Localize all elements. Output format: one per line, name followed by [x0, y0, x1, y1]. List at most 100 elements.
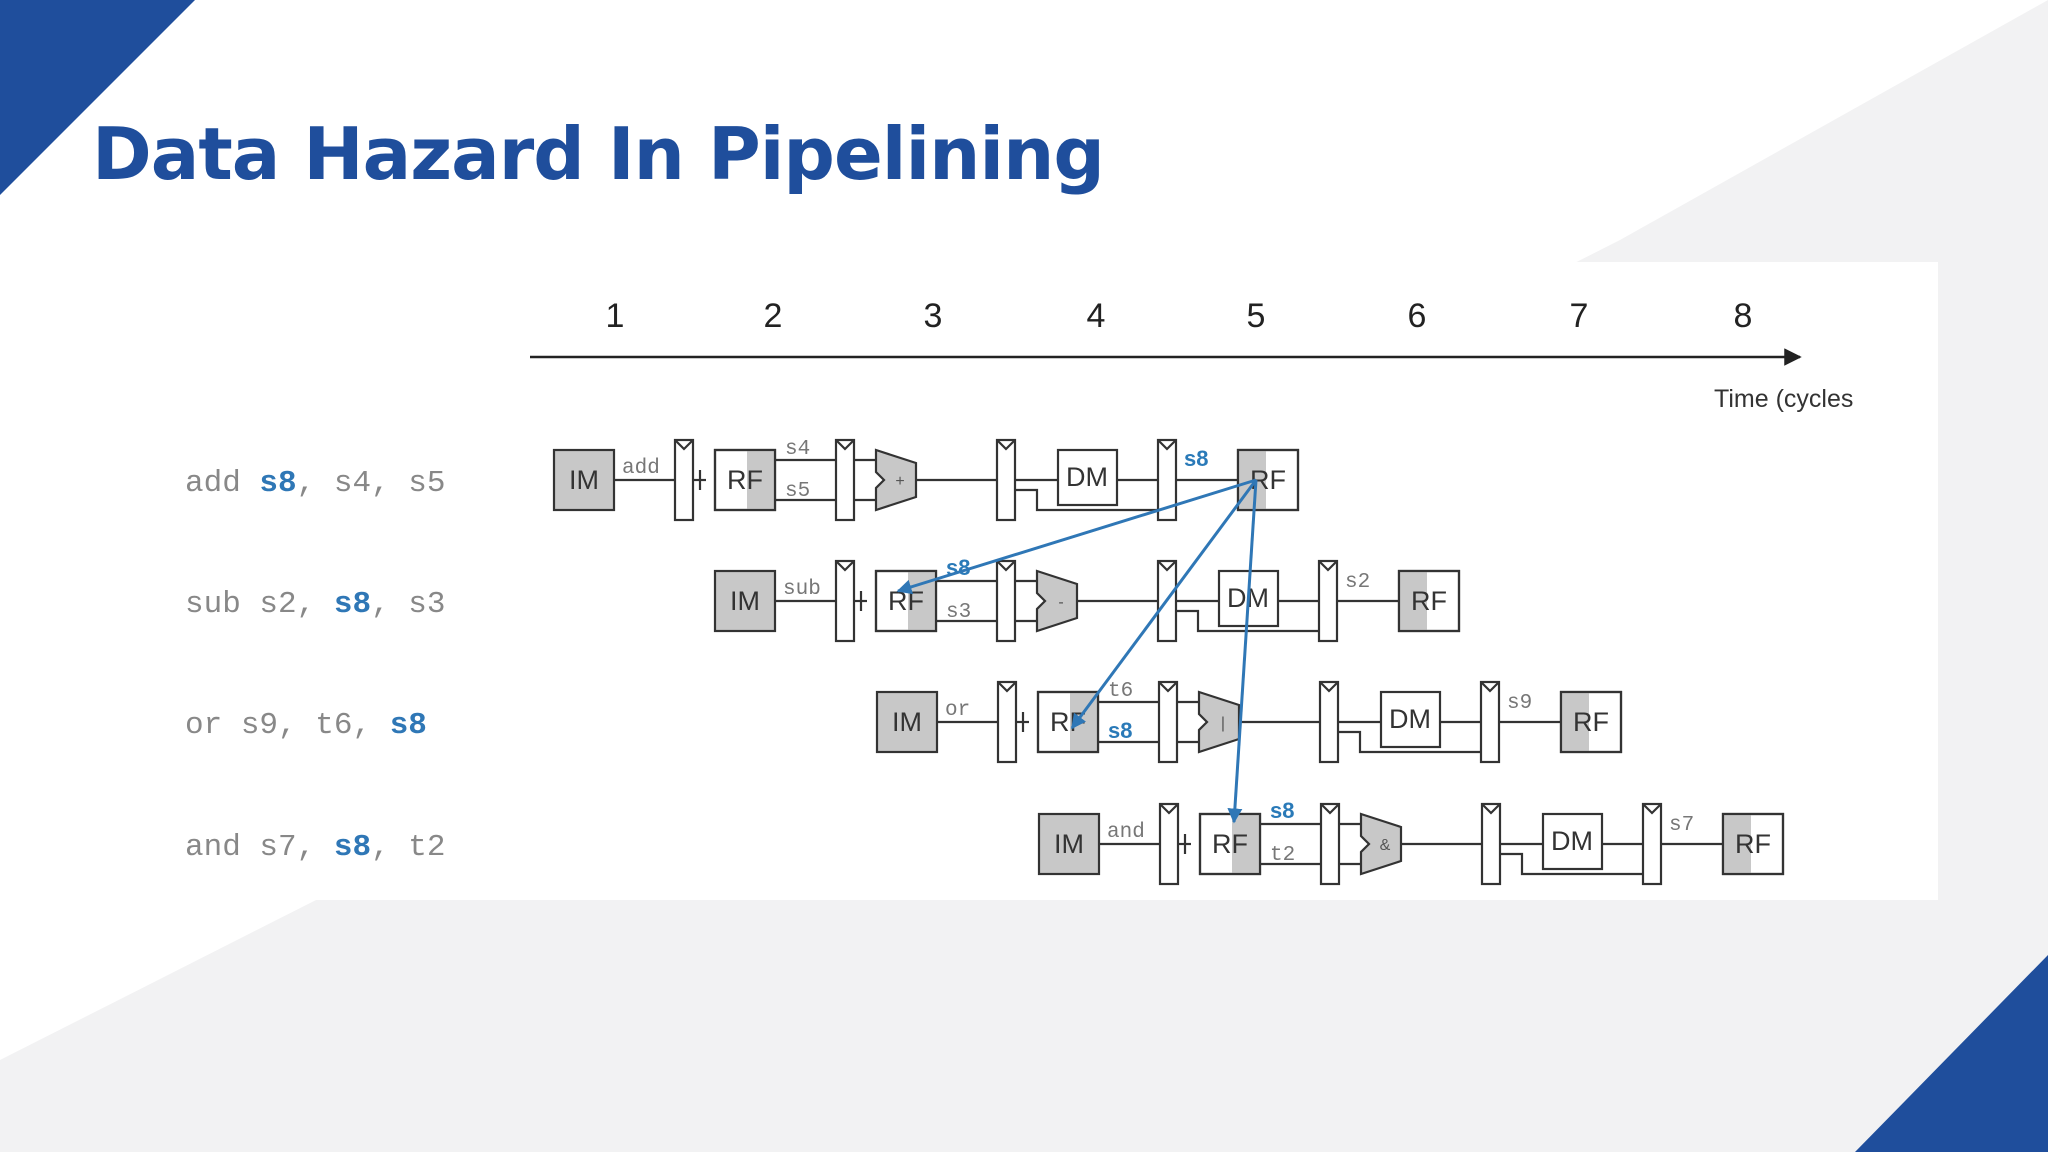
cycle-number: 2	[764, 297, 783, 335]
slide-title: Data Hazard In Pipelining	[92, 112, 1105, 196]
time-axis-label: Time (cycles	[1714, 385, 1853, 413]
instruction-operand: t2	[408, 830, 445, 865]
stage-im	[875, 690, 939, 754]
stage-alu	[874, 448, 918, 512]
stage-alu	[1359, 812, 1403, 876]
instruction-mnemonic: sub	[185, 587, 241, 622]
pipeline-register	[995, 559, 1017, 643]
stage-rf-writeback-outline	[1397, 569, 1461, 633]
opcode-label: add	[622, 457, 660, 480]
writeback-label: s7	[1669, 814, 1694, 837]
pipeline-register	[1157, 680, 1179, 764]
alu-operation-label: -	[1058, 594, 1063, 611]
forwarding-arrow	[1070, 479, 1258, 730]
forwarding-arrow	[896, 478, 1257, 595]
cycle-number: 6	[1408, 297, 1427, 335]
pipeline-register-clock	[996, 439, 1016, 451]
pipeline-register-clock	[835, 439, 855, 451]
stage-rf-label: RF	[888, 586, 924, 616]
pipeline-register	[1641, 802, 1663, 886]
writeback-label: s9	[1507, 692, 1532, 715]
instruction-operand: t6	[315, 708, 352, 743]
stage-rf-writeback-label: RF	[1411, 586, 1447, 616]
cycle-number: 1	[606, 297, 625, 335]
operand-hazard-register: s8	[334, 587, 371, 622]
wire	[1176, 609, 1319, 633]
stage-alu	[1197, 690, 1241, 754]
stage-im	[1037, 812, 1101, 876]
forwarding-arrow	[1227, 479, 1258, 824]
stage-im-label: IM	[569, 465, 599, 495]
pipeline-register	[995, 438, 1017, 522]
cycle-number: 8	[1734, 297, 1753, 335]
stage-rf-outline	[1036, 690, 1100, 754]
pipeline-register-clock	[1319, 681, 1339, 693]
source-b-label: s5	[785, 480, 810, 503]
operand-separator: ,	[297, 466, 334, 501]
alu-operation-label: &	[1380, 837, 1391, 854]
stage-rf-label: RF	[1050, 707, 1086, 737]
instruction-text: sub s2, s8, s3	[185, 587, 446, 622]
operand-separator: ,	[371, 466, 408, 501]
source-b-label: s3	[946, 601, 971, 624]
source-a-hazard-label: s8	[1270, 798, 1294, 823]
alu-operation-label: |	[1221, 715, 1225, 732]
stage-rf-outline	[874, 569, 938, 633]
pipeline-register	[996, 680, 1018, 764]
stage-dm-label: DM	[1389, 704, 1431, 734]
stage-im-label: IM	[892, 707, 922, 737]
instruction-operand: s7	[259, 830, 296, 865]
instruction-mnemonic: or	[185, 708, 222, 743]
pipeline-register-clock	[1481, 803, 1501, 815]
operand-separator: ,	[352, 708, 389, 743]
pipeline-register-clock	[1318, 560, 1338, 572]
alu-operation-label: +	[895, 473, 904, 490]
instruction-operand: s4	[334, 466, 371, 501]
operand-separator: ,	[371, 587, 408, 622]
operand-hazard-register: s8	[334, 830, 371, 865]
stage-rf-outline	[713, 448, 777, 512]
stage-rf-read-half	[1232, 815, 1259, 873]
corner-triangle-top-left	[0, 0, 195, 195]
instruction-operand: s9	[241, 708, 278, 743]
pipeline-register	[1319, 802, 1341, 886]
pipeline-register	[834, 438, 856, 522]
forwarding-paths	[896, 478, 1258, 824]
instruction-text: add s8, s4, s5	[185, 466, 446, 501]
pipeline-register	[1158, 802, 1180, 886]
corner-triangle-bottom-right	[1855, 955, 2048, 1152]
instruction-list: add s8, s4, s5 sub s2, s8, s3 or s9, t6, s…	[185, 466, 446, 865]
pipeline-register-clock	[996, 560, 1016, 572]
stage-dm-label: DM	[1066, 462, 1108, 492]
opcode-label: sub	[783, 578, 821, 601]
writeback-label: s2	[1345, 571, 1370, 594]
opcode-label: or	[945, 699, 970, 722]
pipeline-register	[1317, 559, 1339, 643]
source-a-label: s4	[785, 438, 810, 461]
instruction-operand: s5	[408, 466, 445, 501]
stage-rf-writeback-label: RF	[1573, 707, 1609, 737]
source-a-label: t6	[1108, 680, 1133, 703]
operand-separator: ,	[297, 830, 334, 865]
stage-rf-writeback-outline	[1559, 690, 1623, 754]
pipeline-register-clock	[1157, 439, 1177, 451]
pipeline-register	[1480, 802, 1502, 886]
pipeline-register	[1156, 438, 1178, 522]
stage-rf-write-half	[1724, 815, 1751, 873]
pipeline-register-clock	[835, 560, 855, 572]
stage-rf-writeback-outline	[1236, 448, 1300, 512]
instruction-operand: s3	[408, 587, 445, 622]
instruction-operand: s2	[259, 587, 296, 622]
stage-dm	[1541, 812, 1604, 871]
stage-im-label: IM	[1054, 829, 1084, 859]
pipeline-register	[834, 559, 856, 643]
source-b-hazard-label: s8	[1108, 718, 1132, 743]
operand-separator: ,	[297, 587, 334, 622]
pipeline-register-clock	[997, 681, 1017, 693]
stage-alu	[1035, 569, 1079, 633]
stage-im	[552, 448, 616, 512]
